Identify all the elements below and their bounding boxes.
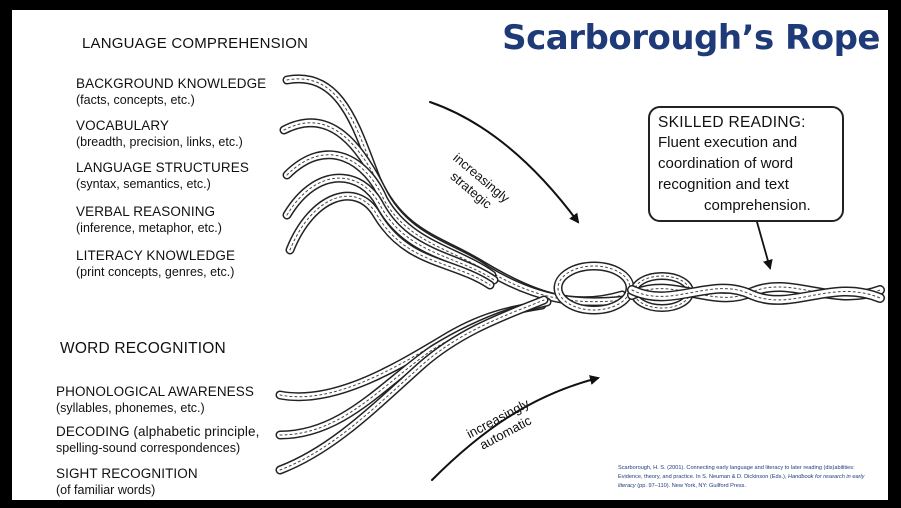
skilled-reading-line4: comprehension. <box>658 195 834 216</box>
strand-decoding: DECODING (alphabetic principle, spelling… <box>56 423 259 457</box>
strand-name: LITERACY KNOWLEDGE <box>76 247 235 264</box>
strand-phonological-awareness: PHONOLOGICAL AWARENESS (syllables, phone… <box>56 383 254 417</box>
strand-name: DECODING (alphabetic principle, <box>56 423 259 440</box>
skilled-reading-heading: SKILLED READING: <box>658 114 834 132</box>
strand-verbal-reasoning: VERBAL REASONING (inference, metaphor, e… <box>76 203 222 237</box>
skilled-reading-box: SKILLED READING: Fluent execution and co… <box>648 106 844 222</box>
citation-pages: (pp. 97–110). New York, NY: Guilford Pre… <box>637 483 746 489</box>
strand-detail: (inference, metaphor, etc.) <box>76 220 222 237</box>
strand-name: BACKGROUND KNOWLEDGE <box>76 75 266 92</box>
citation: Scarborough, H. S. (2001). Connecting ea… <box>618 464 880 491</box>
word-recognition-heading: WORD RECOGNITION <box>60 340 226 358</box>
strand-background-knowledge: BACKGROUND KNOWLEDGE (facts, concepts, e… <box>76 75 266 109</box>
strand-detail: (breadth, precision, links, etc.) <box>76 134 243 151</box>
strand-name: SIGHT RECOGNITION <box>56 465 198 482</box>
strand-detail: (print concepts, genres, etc.) <box>76 264 235 281</box>
strand-sight-recognition: SIGHT RECOGNITION (of familiar words) <box>56 465 198 499</box>
strand-detail: (syllables, phonemes, etc.) <box>56 400 254 417</box>
strand-detail: spelling-sound correspondences) <box>56 440 259 457</box>
strand-literacy-knowledge: LITERACY KNOWLEDGE (print concepts, genr… <box>76 247 235 281</box>
language-comprehension-heading: LANGUAGE COMPREHENSION <box>82 35 308 52</box>
recognition-strands <box>280 300 547 470</box>
slide: Scarborough’s Rope LANGUAGE COMPREHENSIO… <box>12 10 888 500</box>
skilled-reading-line2: coordination of word <box>658 153 834 174</box>
strand-name: VOCABULARY <box>76 117 243 134</box>
skilled-reading-line3: recognition and text <box>658 174 834 195</box>
strand-name: LANGUAGE STRUCTURES <box>76 159 249 176</box>
strand-detail: (of familiar words) <box>56 482 198 499</box>
braided-rope <box>632 287 880 300</box>
strand-detail: (facts, concepts, etc.) <box>76 92 266 109</box>
slide-title: Scarborough’s Rope <box>480 18 880 58</box>
skilled-reading-line1: Fluent execution and <box>658 132 834 153</box>
strand-vocabulary: VOCABULARY (breadth, precision, links, e… <box>76 117 243 151</box>
strand-language-structures: LANGUAGE STRUCTURES (syntax, semantics, … <box>76 159 249 193</box>
strand-name: PHONOLOGICAL AWARENESS <box>56 383 254 400</box>
skilled-reading-pointer <box>757 222 770 268</box>
strand-name: VERBAL REASONING <box>76 203 222 220</box>
strand-detail: (syntax, semantics, etc.) <box>76 176 249 193</box>
